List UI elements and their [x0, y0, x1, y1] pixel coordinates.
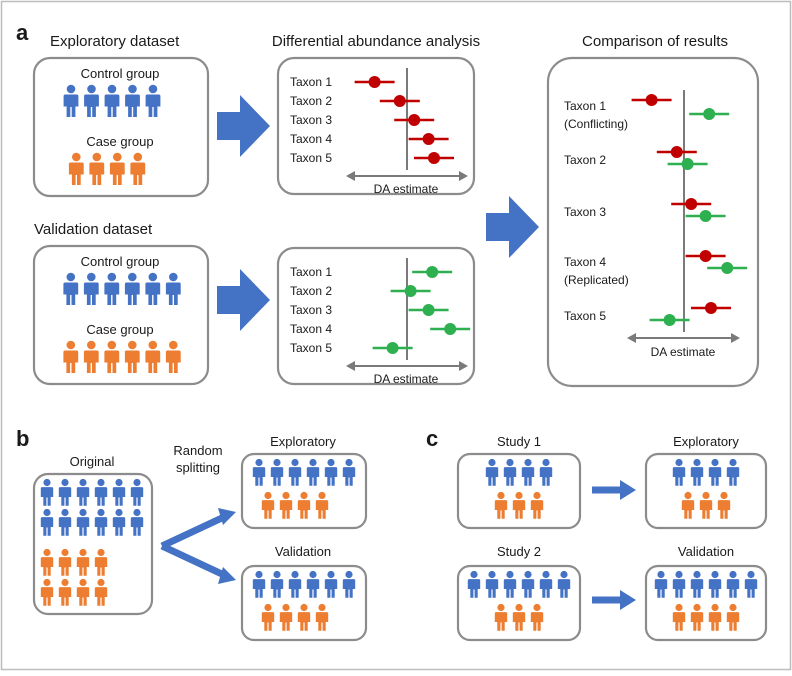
validation-estimate-point	[721, 262, 734, 274]
exploratory-estimate-point	[670, 146, 683, 158]
comparison-taxon-label: Taxon 5	[564, 309, 606, 323]
panel-label-a: a	[16, 20, 29, 45]
axis-label: DA estimate	[374, 372, 439, 386]
validation-control-label: Control group	[81, 254, 160, 269]
axis-label: DA estimate	[651, 345, 716, 359]
validation-dataset-box	[32, 244, 210, 386]
taxon-label: Taxon 3	[290, 303, 332, 317]
taxon-label: Taxon 2	[290, 94, 332, 108]
taxon-label: Taxon 1	[290, 265, 332, 279]
estimate-point	[422, 304, 435, 316]
taxon-label: Taxon 1	[290, 75, 332, 89]
estimate-point	[368, 76, 381, 88]
c-exploratory-box	[644, 452, 768, 530]
validation-estimate-point	[699, 210, 712, 222]
validation-estimate-point	[681, 158, 694, 170]
c-validation-label: Validation	[678, 544, 734, 559]
comparison-taxon-label: (Replicated)	[564, 273, 629, 287]
original-box	[32, 472, 154, 616]
axis-arrowhead	[459, 361, 468, 371]
validation-estimate-point	[703, 108, 716, 120]
exploratory-estimate-point	[699, 250, 712, 262]
panel-label-b: b	[16, 426, 29, 451]
exploratory-estimate-point	[685, 198, 698, 210]
exploratory-estimate-point	[645, 94, 658, 106]
da-analysis-title: Differential abundance analysis	[272, 33, 480, 50]
validation-da-box	[276, 246, 476, 386]
block-arrow-comparison	[486, 196, 539, 258]
axis-arrowhead	[627, 333, 636, 343]
comparison-taxon-label: Taxon 1	[564, 99, 606, 113]
taxon-label: Taxon 4	[290, 322, 332, 336]
comparison-taxon-label: Taxon 2	[564, 153, 606, 167]
random-splitting-label-1: Random	[173, 443, 222, 458]
taxon-label: Taxon 2	[290, 284, 332, 298]
estimate-point	[426, 266, 439, 278]
axis-label: DA estimate	[374, 182, 439, 196]
study1-box	[456, 452, 582, 530]
validation-dataset-title: Validation dataset	[34, 221, 153, 238]
estimate-point	[444, 323, 457, 335]
exploratory-dataset-box	[32, 56, 210, 198]
comparison-taxon-label: (Conflicting)	[564, 117, 628, 131]
exploratory-da-box	[276, 56, 476, 196]
validation-da-forest: DA estimate Taxon 1 Taxon 2 Taxon 3 Taxon 4 T…	[290, 258, 471, 386]
comparison-taxon-label: Taxon 4	[564, 255, 606, 269]
b-validation-label: Validation	[275, 544, 331, 559]
exploratory-estimate-point	[705, 302, 717, 314]
c-validation-box	[644, 564, 768, 642]
split-arrows	[160, 508, 236, 584]
axis-arrowhead	[459, 171, 468, 181]
taxon-label: Taxon 5	[290, 151, 332, 165]
comparison-taxon-label: Taxon 3	[564, 205, 606, 219]
taxon-label: Taxon 3	[290, 113, 332, 127]
exploratory-dataset-title: Exploratory dataset	[50, 33, 180, 50]
estimate-point	[393, 95, 406, 107]
panel-label-c: c	[426, 426, 438, 451]
axis-arrowhead	[346, 361, 355, 371]
estimate-point	[404, 285, 417, 297]
random-splitting-label-2: splitting	[176, 460, 220, 475]
original-label: Original	[70, 454, 115, 469]
study-arrows	[592, 480, 636, 610]
estimate-point	[428, 152, 440, 164]
axis-arrowhead	[731, 333, 740, 343]
exploratory-control-label: Control group	[81, 66, 160, 81]
validation-case-label: Case group	[86, 322, 153, 337]
axis-arrowhead	[346, 171, 355, 181]
taxon-label: Taxon 5	[290, 341, 332, 355]
estimate-point	[386, 342, 399, 354]
study1-label: Study 1	[497, 434, 541, 449]
study2-label: Study 2	[497, 544, 541, 559]
c-exploratory-label: Exploratory	[673, 434, 739, 449]
taxon-label: Taxon 4	[290, 132, 332, 146]
validation-estimate-point	[663, 314, 676, 326]
estimate-point	[408, 114, 421, 126]
exploratory-da-forest: DA estimate Taxon 1 Taxon 2 Taxon 3 Taxon 4 T…	[290, 68, 468, 196]
block-arrow-validation	[217, 269, 270, 331]
comparison-forest: DA estimate Taxon 1 (Conflicting) Taxon 2 Ta…	[564, 90, 748, 359]
exploratory-case-label: Case group	[86, 134, 153, 149]
b-exploratory-label: Exploratory	[270, 434, 336, 449]
block-arrow-exploratory	[217, 95, 270, 157]
comparison-box	[546, 56, 760, 388]
estimate-point	[422, 133, 435, 145]
comparison-title: Comparison of results	[582, 33, 728, 50]
